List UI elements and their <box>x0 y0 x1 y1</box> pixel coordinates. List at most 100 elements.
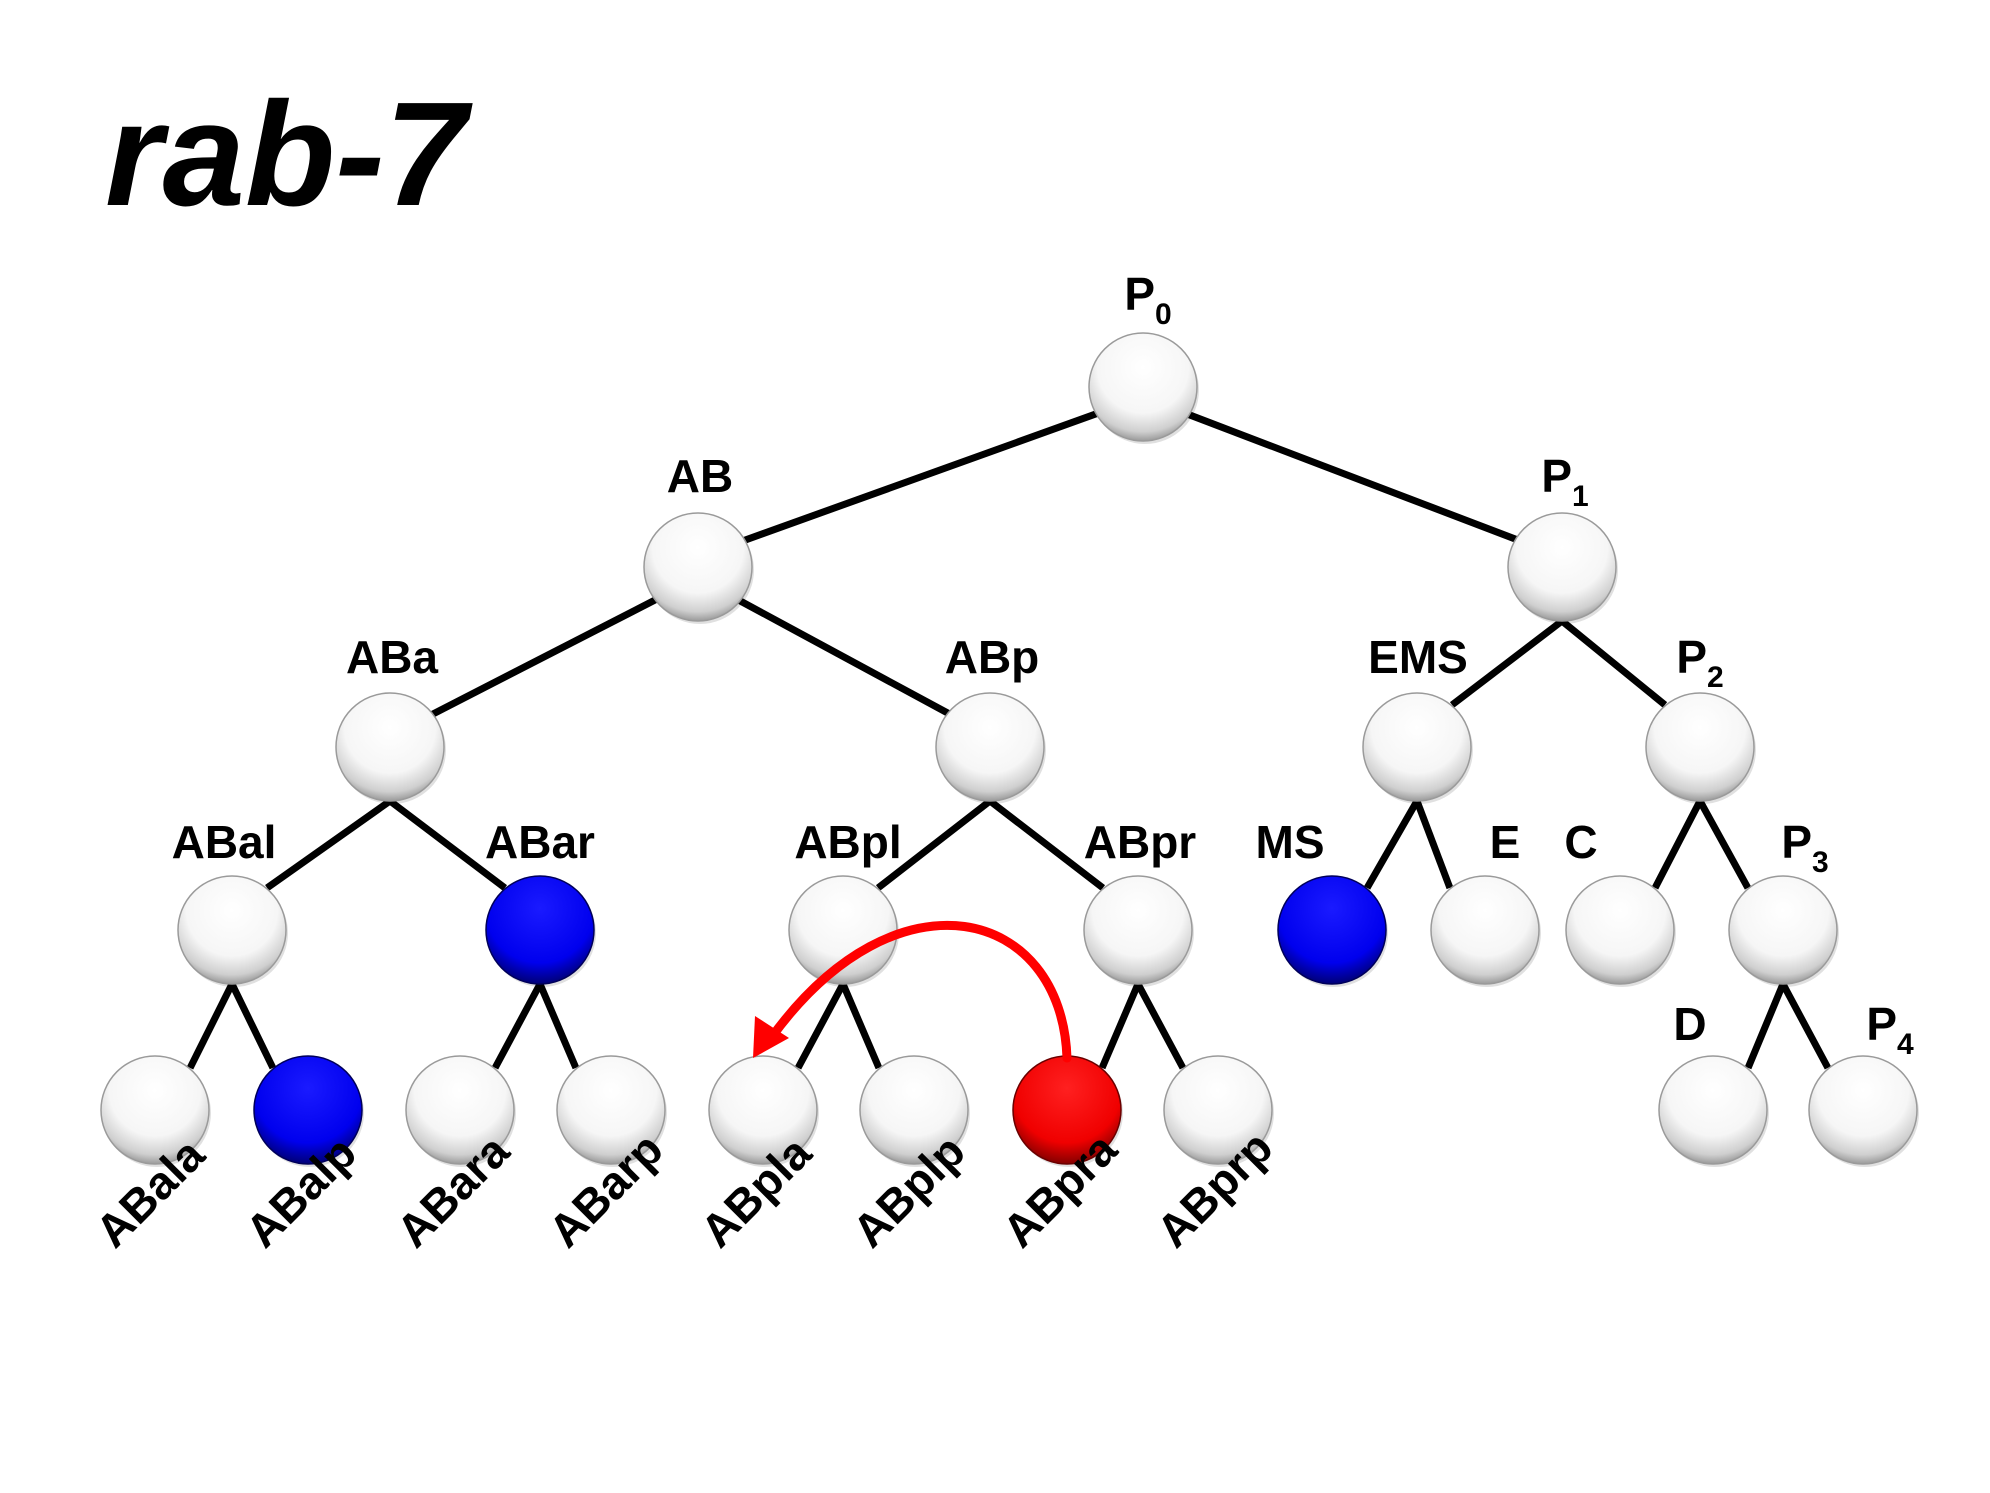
cell-label-ABa: ABa <box>346 631 438 683</box>
cell-circle-P2 <box>1645 692 1755 802</box>
edge-EMS-MS <box>1364 799 1421 890</box>
cell-label-main: AB <box>667 450 733 502</box>
edge-ABp-ABpr <box>987 798 1106 891</box>
cell-label-main: D <box>1673 998 1706 1050</box>
cell-label-main: P <box>1124 268 1155 320</box>
edge-P0-P1 <box>1186 410 1519 544</box>
cell-circle-ABala <box>100 1055 210 1165</box>
cell-label-subscript: 0 <box>1155 298 1172 331</box>
cell-label-subscript: 1 <box>1572 480 1589 513</box>
edge-P2-C <box>1651 799 1704 890</box>
edge-P1-P2 <box>1559 618 1668 708</box>
cell-label-main: P <box>1676 631 1707 683</box>
cell-P4: P4 <box>1808 998 1919 1167</box>
cell-label-ABpr: ABpr <box>1084 816 1197 868</box>
cell-label-ABar: ABar <box>485 816 595 868</box>
cell-label-main: ABp <box>945 631 1040 683</box>
diagram-title: rab-7 <box>105 72 474 237</box>
cell-P0: P0 <box>1088 268 1199 444</box>
cell-circle-AB <box>643 512 753 622</box>
cell-circle-ABa <box>335 692 445 802</box>
cell-ABarp: ABarp <box>538 1055 673 1257</box>
cell-label-E: E <box>1490 816 1521 868</box>
cell-label-main: P <box>1866 998 1897 1050</box>
cell-MS: MS <box>1256 816 1388 987</box>
cell-label-main: ABpl <box>794 816 901 868</box>
cell-circle-ABarp <box>556 1055 666 1165</box>
cell-ABalp: ABalp <box>235 1055 366 1257</box>
cell-label-P3: P3 <box>1781 816 1828 879</box>
cell-label-P0: P0 <box>1124 268 1171 331</box>
cell-label-main: E <box>1490 816 1521 868</box>
edge-P2-P3 <box>1696 799 1751 890</box>
cell-label-main: MS <box>1256 816 1325 868</box>
cell-circle-P1 <box>1507 512 1617 622</box>
cell-circle-ABar <box>485 875 595 985</box>
edge-ABal-ABalp <box>228 982 277 1070</box>
edge-P0-AB <box>741 409 1100 545</box>
cell-circle-ABplp <box>859 1055 969 1165</box>
cell-circle-EMS <box>1362 692 1472 802</box>
cell-label-main: P <box>1781 816 1812 868</box>
cell-D: D <box>1658 998 1769 1167</box>
cell-ABpl: ABpl <box>788 816 902 987</box>
cell-P1: P1 <box>1507 450 1618 624</box>
cell-label-P1: P1 <box>1541 450 1588 513</box>
edge-ABar-ABarp <box>536 982 580 1070</box>
cell-circle-D <box>1658 1055 1768 1165</box>
cell-label-MS: MS <box>1256 816 1325 868</box>
edge-ABa-ABar <box>387 798 508 891</box>
cell-E: E <box>1430 816 1541 987</box>
cell-label-D: D <box>1673 998 1706 1050</box>
cell-label-P4: P4 <box>1866 998 1914 1061</box>
transfer-arrow <box>766 920 1072 1063</box>
cell-label-subscript: 2 <box>1707 661 1724 694</box>
cell-ABpr: ABpr <box>1083 816 1197 987</box>
cell-AB: AB <box>643 450 754 624</box>
cell-ABpra: ABpra <box>992 1055 1127 1257</box>
cell-label-main: C <box>1564 816 1597 868</box>
cell-label-ABal: ABal <box>172 816 277 868</box>
cell-ABpla: ABpla <box>690 1055 821 1257</box>
cell-label-main: EMS <box>1368 631 1468 683</box>
cell-label-main: ABa <box>346 631 438 683</box>
cell-label-P2: P2 <box>1676 631 1723 694</box>
cell-circle-E <box>1430 875 1540 985</box>
cell-circle-P0 <box>1088 332 1198 442</box>
cell-circle-ABprp <box>1163 1055 1273 1165</box>
transfer-arrow-layer <box>753 920 1072 1063</box>
cell-circle-ABara <box>405 1055 515 1165</box>
edge-ABpr-ABprp <box>1134 982 1186 1070</box>
edge-P3-P4 <box>1779 982 1831 1070</box>
cell-label-subscript: 4 <box>1897 1028 1914 1061</box>
edge-ABar-ABara <box>492 982 544 1070</box>
cell-label-main: P <box>1541 450 1572 502</box>
cell-ABplp: ABplp <box>842 1055 975 1257</box>
cell-label-main: ABpr <box>1084 816 1197 868</box>
edge-P3-D <box>1744 982 1787 1070</box>
cell-P2: P2 <box>1645 631 1756 804</box>
cell-label-AB: AB <box>667 450 733 502</box>
edge-AB-ABa <box>430 596 658 718</box>
cell-label-main: ABar <box>485 816 595 868</box>
transfer-arrowhead <box>753 1016 789 1058</box>
cell-circle-ABalp <box>253 1055 363 1165</box>
edge-ABal-ABala <box>186 982 236 1070</box>
cell-circle-P3 <box>1728 875 1838 985</box>
cell-circle-ABpr <box>1083 875 1193 985</box>
cell-ABar: ABar <box>485 816 596 987</box>
cell-circle-MS <box>1277 875 1387 985</box>
cell-label-main: ABal <box>172 816 277 868</box>
edge-ABpr-ABpra <box>1098 982 1142 1070</box>
cell-circle-ABp <box>935 692 1045 802</box>
cell-ABala: ABala <box>85 1055 215 1257</box>
cell-label-ABp: ABp <box>945 631 1040 683</box>
cell-P3: P3 <box>1728 816 1839 987</box>
edge-ABpl-ABplp <box>839 982 883 1070</box>
cell-circle-C <box>1565 875 1675 985</box>
cell-label-EMS: EMS <box>1368 631 1468 683</box>
edge-ABa-ABal <box>265 798 393 891</box>
cell-ABara: ABara <box>386 1055 519 1257</box>
